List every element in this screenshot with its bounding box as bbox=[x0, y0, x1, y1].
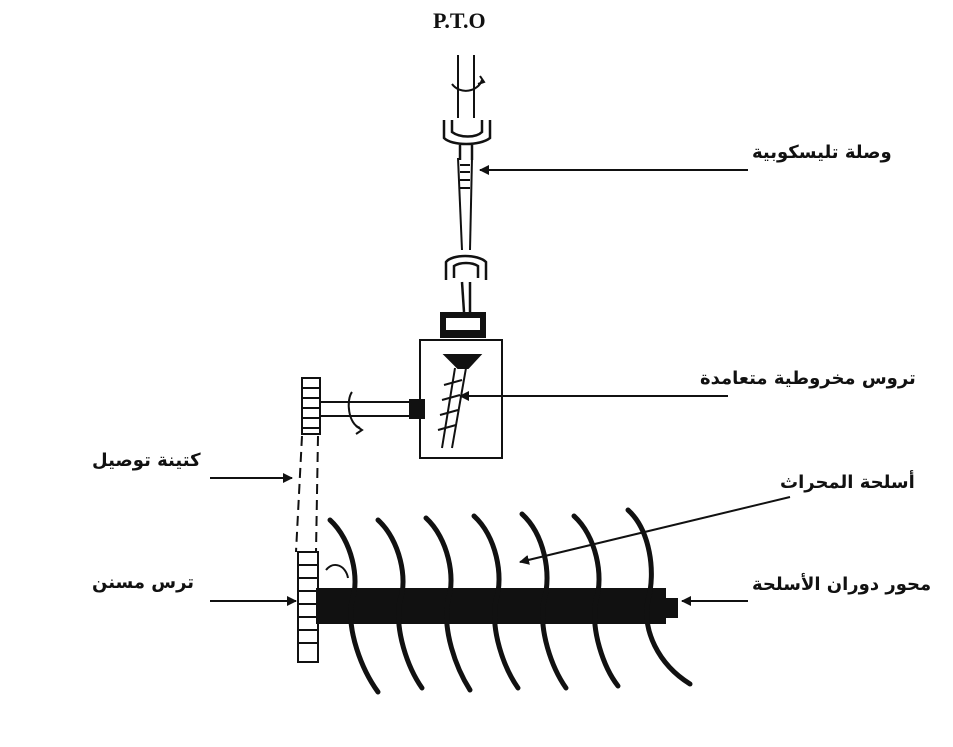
label-bevel-gears: تروس مخروطية متعامدة bbox=[700, 368, 916, 389]
chain bbox=[295, 435, 319, 553]
blades-arrow bbox=[519, 496, 791, 565]
gearbox bbox=[419, 339, 503, 459]
pto-shaft bbox=[451, 55, 486, 118]
upper-sprocket bbox=[301, 377, 321, 435]
pto-title: P.T.O bbox=[433, 8, 486, 33]
label-blade-shaft: محور دوران الأسلحة bbox=[752, 574, 932, 595]
upper-universal-joint bbox=[442, 120, 492, 160]
rotor-shaft bbox=[316, 588, 666, 624]
tines bbox=[327, 507, 693, 695]
lower-sprocket bbox=[297, 551, 319, 663]
label-sprocket: ترس مسنن bbox=[92, 572, 195, 593]
label-tiller-blades: أسلحة المحراث bbox=[780, 472, 915, 493]
label-telescopic-coupling: وصلة تليسكوبية bbox=[752, 142, 892, 163]
label-transmission-chain: كتينة توصيل bbox=[92, 450, 201, 471]
telescopic-shaft bbox=[457, 157, 473, 251]
pointer-arrows bbox=[210, 165, 791, 606]
output-shaft bbox=[318, 391, 425, 435]
lower-universal-joint bbox=[444, 254, 488, 313]
